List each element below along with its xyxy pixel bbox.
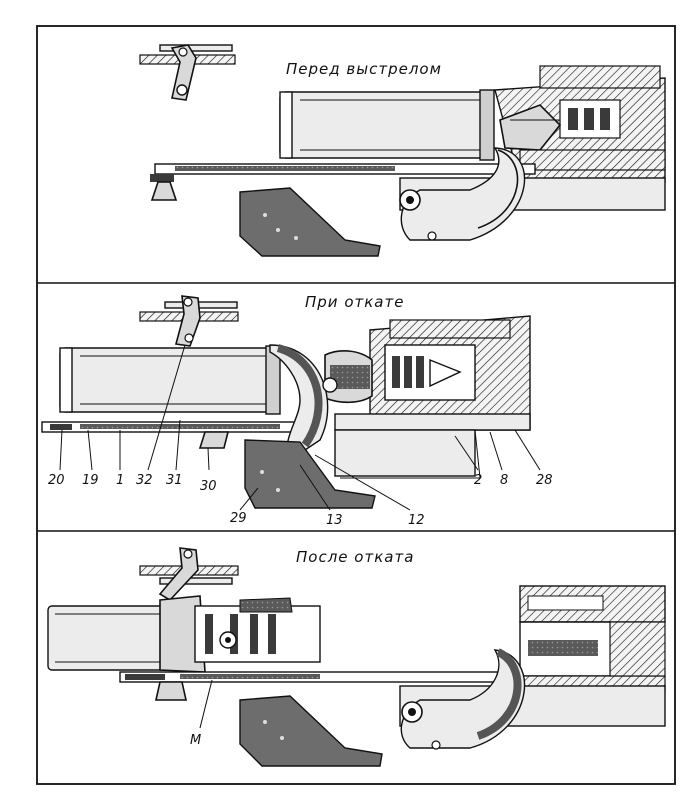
panel-caption-1: Перед выстрелом <box>286 60 442 78</box>
lever-detail <box>139 44 236 101</box>
guide-rail-2 <box>41 421 481 479</box>
cam-lever-3 <box>400 648 526 750</box>
label-8: 8 <box>500 473 508 488</box>
panel-after-recoil: После отката <box>47 547 666 767</box>
lever-detail-2 <box>139 295 239 347</box>
panel-caption-2: При откате <box>305 293 404 311</box>
casing-3 <box>47 595 206 673</box>
label-20: 20 <box>48 473 65 488</box>
label-29: 29 <box>230 511 247 526</box>
panel-before-shot: Перед выстрелом <box>139 44 666 257</box>
lever-detail-3 <box>139 547 239 602</box>
leader-lines <box>59 344 541 511</box>
receiver-1 <box>494 65 666 183</box>
wedge-plate-3 <box>239 695 383 767</box>
label-19: 19 <box>82 473 99 488</box>
panel-recoil: При откате <box>41 293 553 528</box>
casing <box>279 89 495 161</box>
part-number-labels: 20 19 1 32 31 30 2 8 28 29 13 12 <box>48 473 553 528</box>
bolt-3 <box>194 597 321 663</box>
wedge-plate-1 <box>239 187 381 257</box>
casing-2 <box>59 345 281 415</box>
leader-m <box>199 679 213 729</box>
receiver-3 <box>519 585 666 693</box>
label-m: М <box>190 733 201 748</box>
cam-lever-1 <box>399 147 526 241</box>
label-30: 30 <box>200 479 217 494</box>
frame <box>36 25 676 785</box>
receiver-2 <box>324 315 531 444</box>
panel-caption-3: После отката <box>296 548 414 566</box>
wedge-plate-2 <box>244 439 376 509</box>
label-12: 12 <box>408 513 425 528</box>
label-31: 31 <box>166 473 183 488</box>
label-28: 28 <box>536 473 553 488</box>
label-1: 1 <box>116 473 124 488</box>
label-13: 13 <box>326 513 343 528</box>
label-32: 32 <box>136 473 153 488</box>
label-2: 2 <box>474 473 482 488</box>
